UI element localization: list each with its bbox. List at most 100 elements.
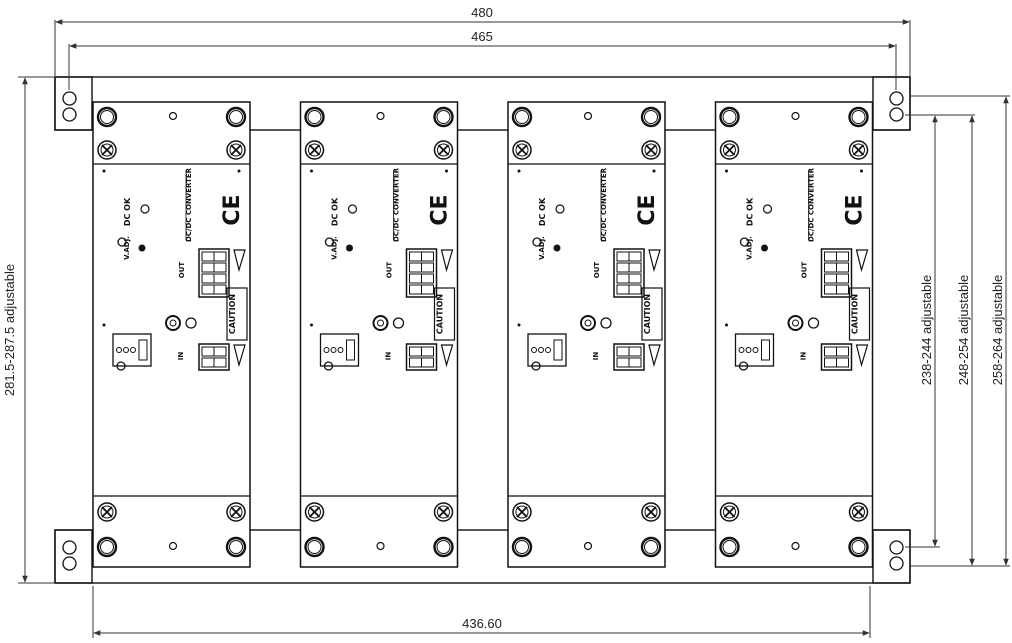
module-housing [92, 101, 251, 568]
corner-hole-icon [433, 536, 454, 558]
in-label: IN [385, 352, 393, 361]
output-terminal-block [820, 248, 853, 298]
screw-icon [433, 140, 454, 160]
screw-icon [433, 502, 454, 522]
dim-hole-pitch: 465 [471, 29, 493, 44]
ground-symbol-icon [392, 317, 405, 329]
dc-ok-led-icon [762, 204, 773, 214]
screw-icon [719, 502, 740, 522]
ce-mark-icon: CE [843, 194, 868, 225]
corner-hole-icon [304, 106, 325, 128]
mounting-slots [62, 91, 904, 571]
in-label: IN [592, 352, 600, 361]
modules-layer: DC OK V.ADJ. DC/DC CONVERTER CE OUT CAUTION IN… [92, 101, 874, 568]
corner-hole-icon [640, 536, 662, 558]
caution-label-box [433, 287, 456, 341]
ground-symbol-icon [807, 317, 820, 329]
warning-triangle-icon [233, 249, 246, 273]
screw-icon [304, 140, 325, 160]
caution-label: CAUTION [228, 294, 237, 334]
corner-hole-icon [848, 536, 869, 558]
warning-triangle-icon [440, 344, 454, 368]
screw-icon [226, 140, 246, 160]
corner-hole-icon [433, 106, 454, 128]
dim-height-b: 248-254 adjustable [956, 275, 971, 386]
ground-screw-icon [580, 315, 596, 331]
v-adj-pot-icon [739, 237, 750, 247]
input-terminal-block [820, 343, 853, 371]
corner-hole-icon [719, 106, 740, 128]
dip-switch-icon [527, 333, 567, 367]
ground-screw-icon [165, 315, 181, 331]
ground-screw-icon [372, 315, 389, 331]
corner-hole-icon [511, 536, 533, 558]
caution-label-box [848, 287, 871, 341]
v-adj-label: V.ADJ. [746, 236, 754, 260]
screw-icon [719, 140, 740, 160]
output-terminal-block [198, 248, 230, 298]
product-label: DC/DC CONVERTER [185, 167, 193, 242]
screw-icon [304, 502, 325, 522]
dim-overall-width: 480 [471, 5, 493, 20]
corner-hole-icon [225, 536, 247, 558]
corner-hole-icon [848, 106, 869, 128]
corner-hole-icon [225, 106, 247, 128]
ground-symbol-icon [600, 317, 612, 329]
out-label: OUT [801, 262, 809, 279]
caution-label-box [226, 287, 248, 341]
v-adj-label: V.ADJ. [331, 236, 339, 260]
v-adj-label: V.ADJ. [538, 236, 546, 260]
dim-height-a: 238-244 adjustable [919, 275, 934, 386]
right-ear-bottom [872, 529, 911, 584]
caution-label: CAUTION [436, 294, 445, 334]
output-terminal-block [405, 248, 438, 298]
v-adj-pot-icon [324, 237, 335, 247]
screw-icon [641, 140, 661, 160]
screw-icon [226, 502, 246, 522]
dc-converter-module: DC OK V.ADJ. DC/DC CONVERTER CE OUT CAUTION IN [299, 101, 459, 568]
screw-icon [848, 502, 869, 522]
bottom-bracket [54, 529, 911, 584]
ce-mark-icon: CE [428, 194, 453, 225]
out-label: OUT [178, 262, 186, 279]
corner-hole-icon [640, 106, 662, 128]
screw-icon [641, 502, 661, 522]
in-label: IN [800, 352, 808, 361]
corner-hole-icon [511, 106, 533, 128]
dip-switch-icon [734, 333, 775, 367]
ground-symbol-icon [185, 317, 197, 329]
product-label: DC/DC CONVERTER [600, 167, 608, 242]
screw-icon [512, 502, 532, 522]
ce-mark-icon: CE [220, 194, 245, 225]
product-label: DC/DC CONVERTER [393, 167, 401, 242]
v-adj-label: V.ADJ. [123, 236, 131, 260]
dip-switch-icon [319, 333, 360, 367]
warning-triangle-icon [855, 249, 869, 273]
left-ear-bottom [54, 529, 93, 584]
input-terminal-block [613, 343, 645, 371]
warning-triangle-icon [648, 249, 661, 273]
screw-icon [97, 140, 117, 160]
dim-height-c: 258-264 adjustable [990, 275, 1005, 386]
caution-label-box [641, 287, 663, 341]
corner-hole-icon [304, 536, 325, 558]
ce-mark-icon: CE [635, 194, 660, 225]
dc-ok-label: DC OK [746, 197, 755, 226]
out-label: OUT [593, 262, 601, 279]
screw-icon [512, 140, 532, 160]
warning-triangle-icon [648, 344, 661, 368]
warning-triangle-icon [233, 344, 246, 368]
dc-ok-label: DC OK [331, 197, 340, 226]
screw-icon [97, 502, 117, 522]
warning-triangle-icon [440, 249, 454, 273]
input-terminal-block [405, 343, 438, 371]
in-label: IN [177, 352, 185, 361]
dc-ok-led-icon [555, 204, 565, 214]
out-label: OUT [386, 262, 394, 279]
input-terminal-block [198, 343, 230, 371]
v-adj-pot-icon [117, 237, 127, 247]
